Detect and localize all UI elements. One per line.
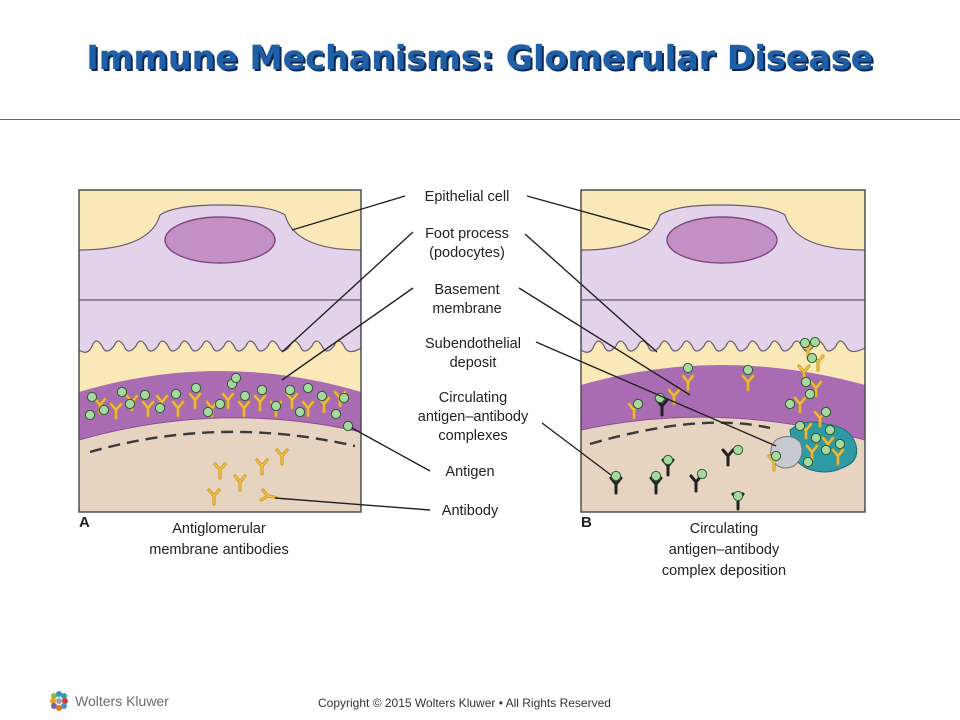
leader-lines xyxy=(274,195,777,511)
brand-name: Wolters Kluwer xyxy=(75,693,169,709)
panel-b-caption-line2: antigen–antibody xyxy=(669,542,780,558)
brand: Wolters Kluwer xyxy=(48,690,169,712)
panel-b-frame xyxy=(580,189,866,513)
label-circulating: Circulating xyxy=(439,390,508,406)
panel-a-caption-line2: membrane antibodies xyxy=(149,542,288,558)
panel-b-caption-line1: Circulating xyxy=(690,521,759,537)
panel-a-letter: A xyxy=(79,514,90,531)
title-divider xyxy=(0,119,960,120)
label-subendothelial: Subendothelial xyxy=(425,336,521,352)
panel-a-frame xyxy=(78,189,362,513)
panel-b-illustration xyxy=(581,190,865,512)
label-foot-process: Foot process xyxy=(425,226,509,242)
label-membrane: membrane xyxy=(432,301,501,317)
slide-title: Immune Mechanisms: Glomerular Disease xyxy=(86,38,874,77)
label-deposit: deposit xyxy=(450,355,497,371)
label-antigen: Antigen xyxy=(445,464,494,480)
label-antibody: Antibody xyxy=(442,503,499,519)
label-basement: Basement xyxy=(434,282,499,298)
wolters-kluwer-logo-icon xyxy=(50,691,68,711)
label-antigen-antibody: antigen–antibody xyxy=(418,409,529,425)
panel-a-illustration xyxy=(79,190,361,512)
panel-b-caption-line3: complex deposition xyxy=(662,563,786,579)
label-podocytes: (podocytes) xyxy=(429,245,505,261)
label-complexes: complexes xyxy=(438,428,507,444)
panel-a-caption-line1: Antiglomerular xyxy=(172,521,266,537)
panel-b-letter: B xyxy=(581,514,592,531)
label-epithelial-cell: Epithelial cell xyxy=(425,189,510,205)
copyright-text: Copyright © 2015 Wolters Kluwer • All Ri… xyxy=(318,696,611,710)
